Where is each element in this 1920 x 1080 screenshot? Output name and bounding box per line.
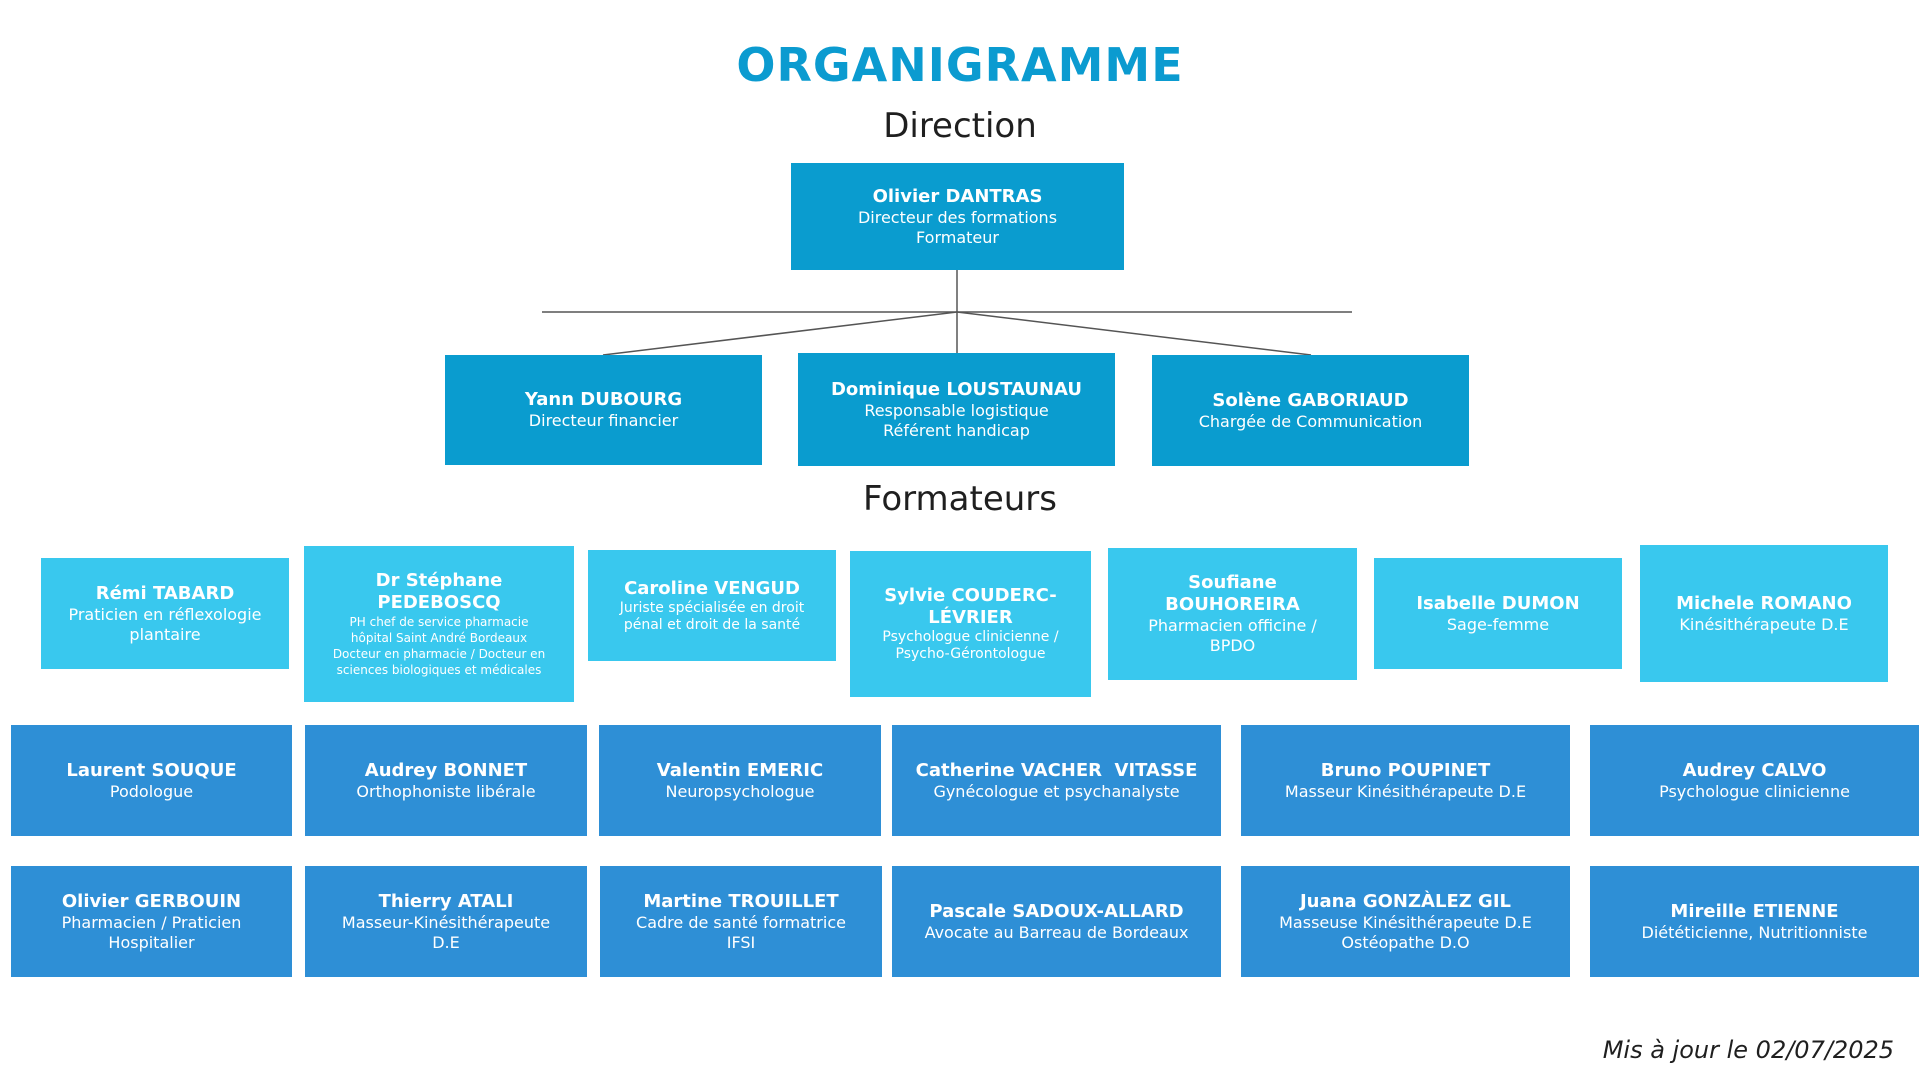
formateur-card: Dr Stéphane PEDEBOSCQ PH chef de service… <box>304 546 574 702</box>
formateur-name: Sylvie COUDERC- LÉVRIER <box>884 585 1057 628</box>
formateur-name: Dr Stéphane PEDEBOSCQ <box>375 570 503 613</box>
formateur-name: Olivier GERBOUIN <box>61 890 242 912</box>
formateur-role: Gynécologue et psychanalyste <box>933 781 1180 801</box>
direction-member-card: Dominique LOUSTAUNAU Responsable logisti… <box>798 353 1115 466</box>
formateur-role: Psychologue clinicienne <box>1659 781 1850 801</box>
section-heading-direction: Direction <box>883 106 1037 146</box>
formateur-card: Thierry ATALI Masseur-Kinésithérapeute D… <box>305 866 587 977</box>
formateur-role: Juriste spécialisée en droit pénal et dr… <box>619 599 805 633</box>
formateur-name: Michele ROMANO <box>1676 592 1852 614</box>
formateur-role: Orthophoniste libérale <box>356 781 536 801</box>
member-name: Dominique LOUSTAUNAU <box>830 378 1083 400</box>
formateur-card: Pascale SADOUX-ALLARD Avocate au Barreau… <box>892 866 1221 977</box>
formateur-card: Michele ROMANO Kinésithérapeute D.E <box>1640 545 1888 682</box>
formateur-role: Podologue <box>109 781 194 801</box>
formateur-role: Praticien en réflexologie plantaire <box>68 604 262 644</box>
formateur-name: Audrey BONNET <box>364 759 528 781</box>
formateur-card: Isabelle DUMON Sage-femme <box>1374 558 1622 669</box>
formateur-card: Soufiane BOUHOREIRA Pharmacien officine … <box>1108 548 1357 680</box>
formateur-role: Avocate au Barreau de Bordeaux <box>924 922 1189 942</box>
section-heading-formateurs: Formateurs <box>863 479 1057 519</box>
formateur-card: Olivier GERBOUIN Pharmacien / Praticien … <box>11 866 292 977</box>
formateur-card: Bruno POUPINET Masseur Kinésithérapeute … <box>1241 725 1570 836</box>
formateur-card: Audrey CALVO Psychologue clinicienne <box>1590 725 1919 836</box>
formateur-name: Pascale SADOUX-ALLARD <box>929 900 1184 922</box>
director-role: Directeur des formations Formateur <box>857 207 1058 247</box>
connector-to-dubourg <box>602 311 958 356</box>
formateur-name: Martine TROUILLET <box>643 890 839 912</box>
member-role: Responsable logistique Référent handicap <box>864 400 1049 440</box>
formateur-card: Caroline VENGUD Juriste spécialisée en d… <box>588 550 836 661</box>
formateur-name: Isabelle DUMON <box>1416 592 1580 614</box>
member-role: Chargée de Communication <box>1198 411 1423 431</box>
formateur-name: Audrey CALVO <box>1682 759 1827 781</box>
formateur-card: Valentin EMERIC Neuropsychologue <box>599 725 881 836</box>
formateur-name: Juana GONZÀLEZ GIL <box>1299 890 1512 912</box>
formateur-name: Caroline VENGUD <box>624 577 800 599</box>
formateur-role: Masseuse Kinésithérapeute D.E Ostéopathe… <box>1279 912 1532 952</box>
director-card: Olivier DANTRAS Directeur des formations… <box>791 163 1124 270</box>
formateur-role: Diététicienne, Nutritionniste <box>1641 922 1868 942</box>
director-name: Olivier DANTRAS <box>872 185 1043 207</box>
formateur-role: Sage-femme <box>1446 614 1550 634</box>
formateur-role: PH chef de service pharmacie hôpital Sai… <box>332 615 546 677</box>
formateur-card: Laurent SOUQUE Podologue <box>11 725 292 836</box>
direction-member-card: Solène GABORIAUD Chargée de Communicatio… <box>1152 355 1469 466</box>
member-role: Directeur financier <box>528 411 679 430</box>
formateur-name: Thierry ATALI <box>378 890 514 912</box>
member-name: Yann DUBOURG <box>524 389 683 410</box>
formateur-card: Sylvie COUDERC- LÉVRIER Psychologue clin… <box>850 551 1091 697</box>
formateur-role: Pharmacien / Praticien Hospitalier <box>61 912 242 952</box>
formateur-role: Masseur-Kinésithérapeute D.E <box>341 912 551 952</box>
formateur-role: Cadre de santé formatrice IFSI <box>636 912 846 952</box>
formateur-card: Catherine VACHER VITASSE Gynécologue et … <box>892 725 1221 836</box>
formateur-role: Pharmacien officine / BPDO <box>1148 616 1317 655</box>
formateur-card: Rémi TABARD Praticien en réflexologie pl… <box>41 558 289 669</box>
formateur-name: Bruno POUPINET <box>1320 759 1491 781</box>
formateur-card: Audrey BONNET Orthophoniste libérale <box>305 725 587 836</box>
formateur-card: Martine TROUILLET Cadre de santé formatr… <box>600 866 882 977</box>
formateur-role: Kinésithérapeute D.E <box>1679 614 1849 634</box>
formateur-name: Mireille ETIENNE <box>1670 900 1839 922</box>
direction-member-card: Yann DUBOURG Directeur financier <box>445 355 762 465</box>
updated-date: Mis à jour le 02/07/2025 <box>1602 1036 1894 1064</box>
formateur-role: Masseur Kinésithérapeute D.E <box>1284 781 1527 801</box>
formateur-name: Laurent SOUQUE <box>66 759 237 781</box>
formateur-card: Mireille ETIENNE Diététicienne, Nutritio… <box>1590 866 1919 977</box>
formateur-name: Soufiane BOUHOREIRA <box>1165 572 1300 615</box>
member-name: Solène GABORIAUD <box>1212 389 1409 411</box>
formateur-name: Rémi TABARD <box>95 582 235 604</box>
connector-to-gaboriaud <box>956 311 1312 356</box>
formateur-name: Valentin EMERIC <box>656 759 824 781</box>
formateur-card: Juana GONZÀLEZ GIL Masseuse Kinésithérap… <box>1241 866 1570 977</box>
formateur-role: Neuropsychologue <box>665 781 815 801</box>
page-title: ORGANIGRAMME <box>736 38 1184 92</box>
formateur-name: Catherine VACHER VITASSE <box>915 759 1198 781</box>
formateur-role: Psychologue clinicienne / Psycho-Géronto… <box>882 629 1059 662</box>
